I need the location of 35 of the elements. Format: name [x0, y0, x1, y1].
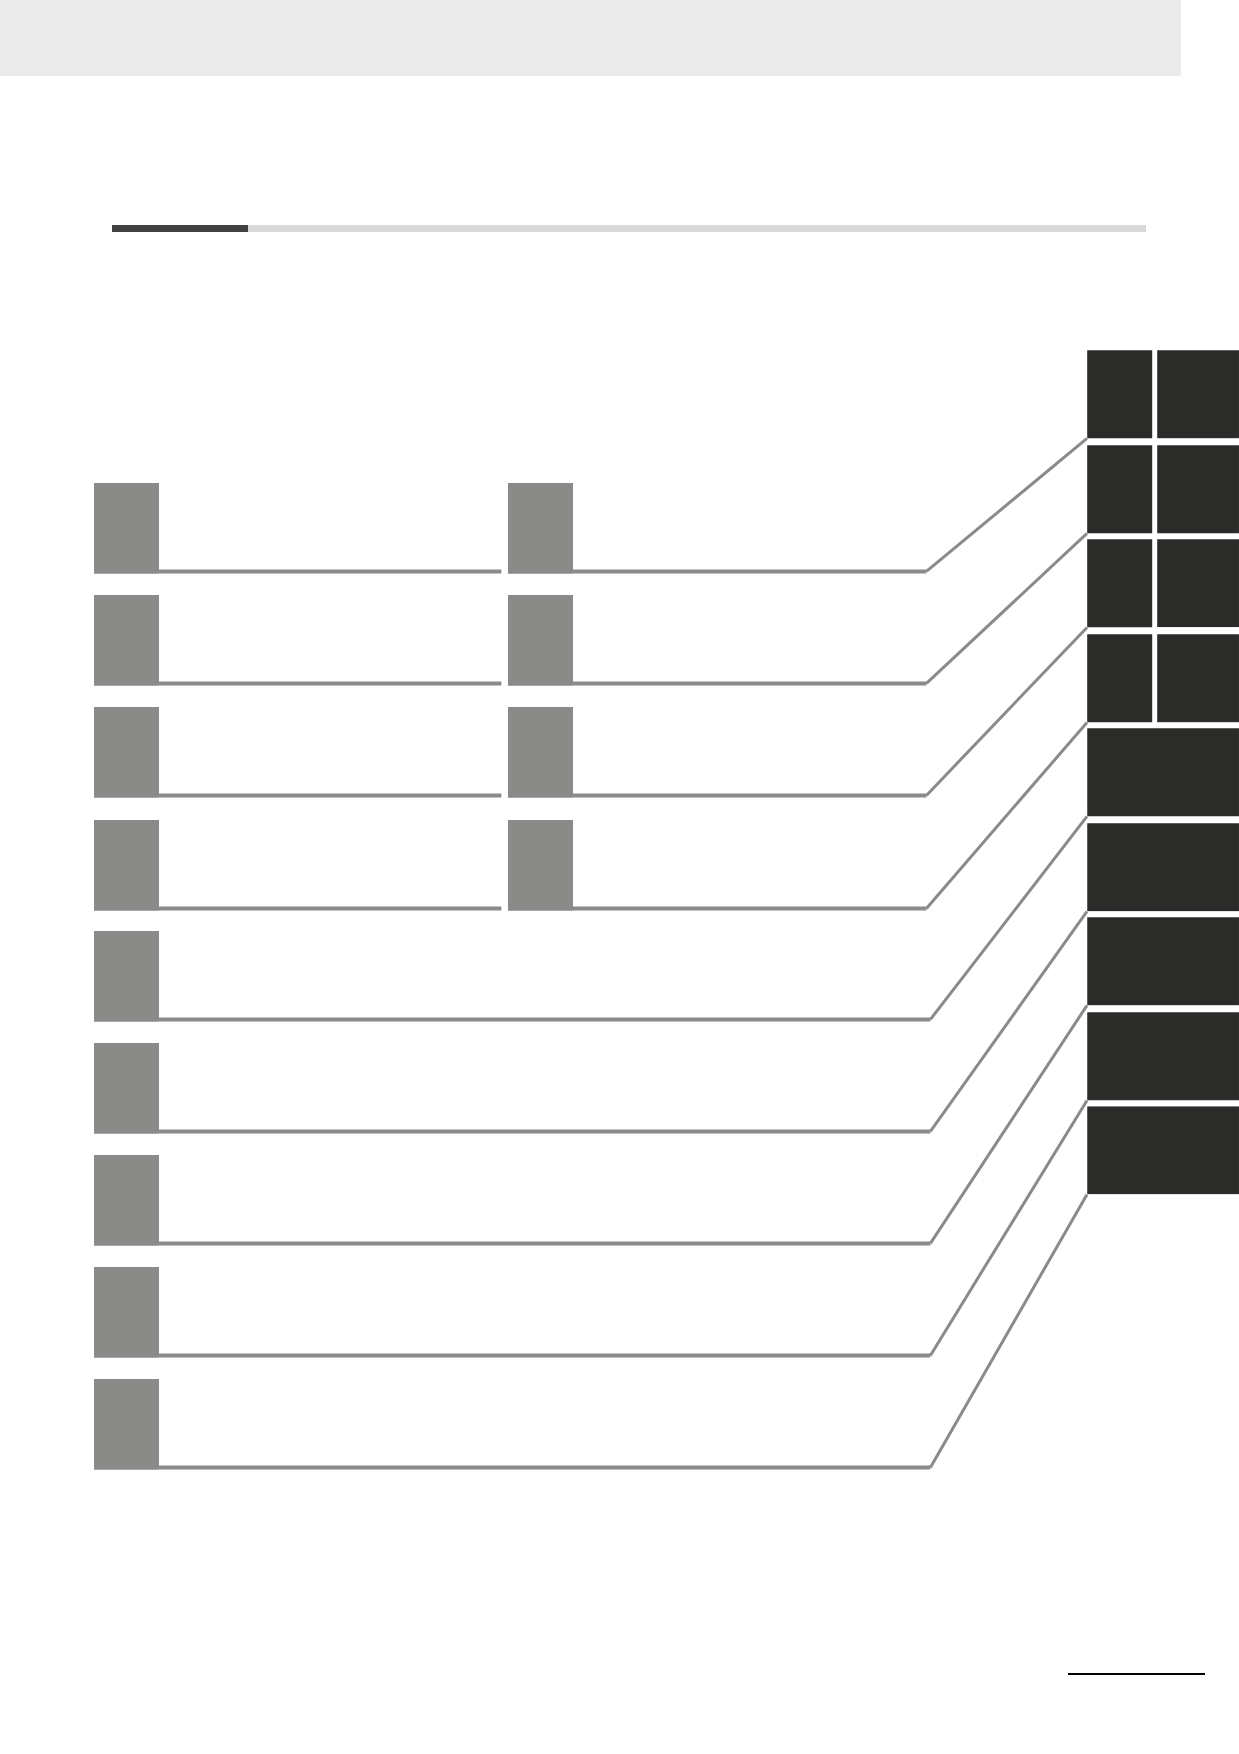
leader-line [925, 532, 1089, 685]
section-tab [94, 483, 502, 574]
index-tab [1087, 728, 1239, 817]
index-tab [1087, 445, 1153, 534]
leader-line [929, 1099, 1089, 1357]
index-tab [1087, 350, 1153, 439]
section-tab [508, 595, 927, 686]
section-tab [94, 1379, 931, 1470]
index-tab [1087, 823, 1239, 912]
leader-line [929, 910, 1089, 1133]
index-tab [1157, 539, 1239, 628]
index-tab [1157, 445, 1239, 534]
section-tab [94, 1043, 931, 1134]
section-tab [508, 820, 927, 911]
leader-line [925, 721, 1089, 910]
index-tab [1157, 634, 1239, 723]
section-tab [508, 707, 927, 798]
index-tab [1087, 1106, 1239, 1195]
section-tab [508, 483, 927, 574]
section-tab [94, 820, 502, 911]
leader-line [929, 1193, 1089, 1469]
leader-line [925, 626, 1089, 797]
section-tab [94, 595, 502, 686]
leader-line [929, 815, 1089, 1021]
index-tab [1087, 634, 1153, 723]
index-tab [1087, 1012, 1239, 1101]
section-tab [94, 1155, 931, 1246]
leader-line [929, 1004, 1089, 1245]
section-tab [94, 707, 502, 798]
section-tab [94, 1267, 931, 1358]
section-tab [94, 931, 931, 1022]
index-tab [1087, 539, 1153, 628]
leader-line [925, 437, 1088, 573]
index-tab [1157, 350, 1239, 439]
index-tab [1087, 917, 1239, 1006]
